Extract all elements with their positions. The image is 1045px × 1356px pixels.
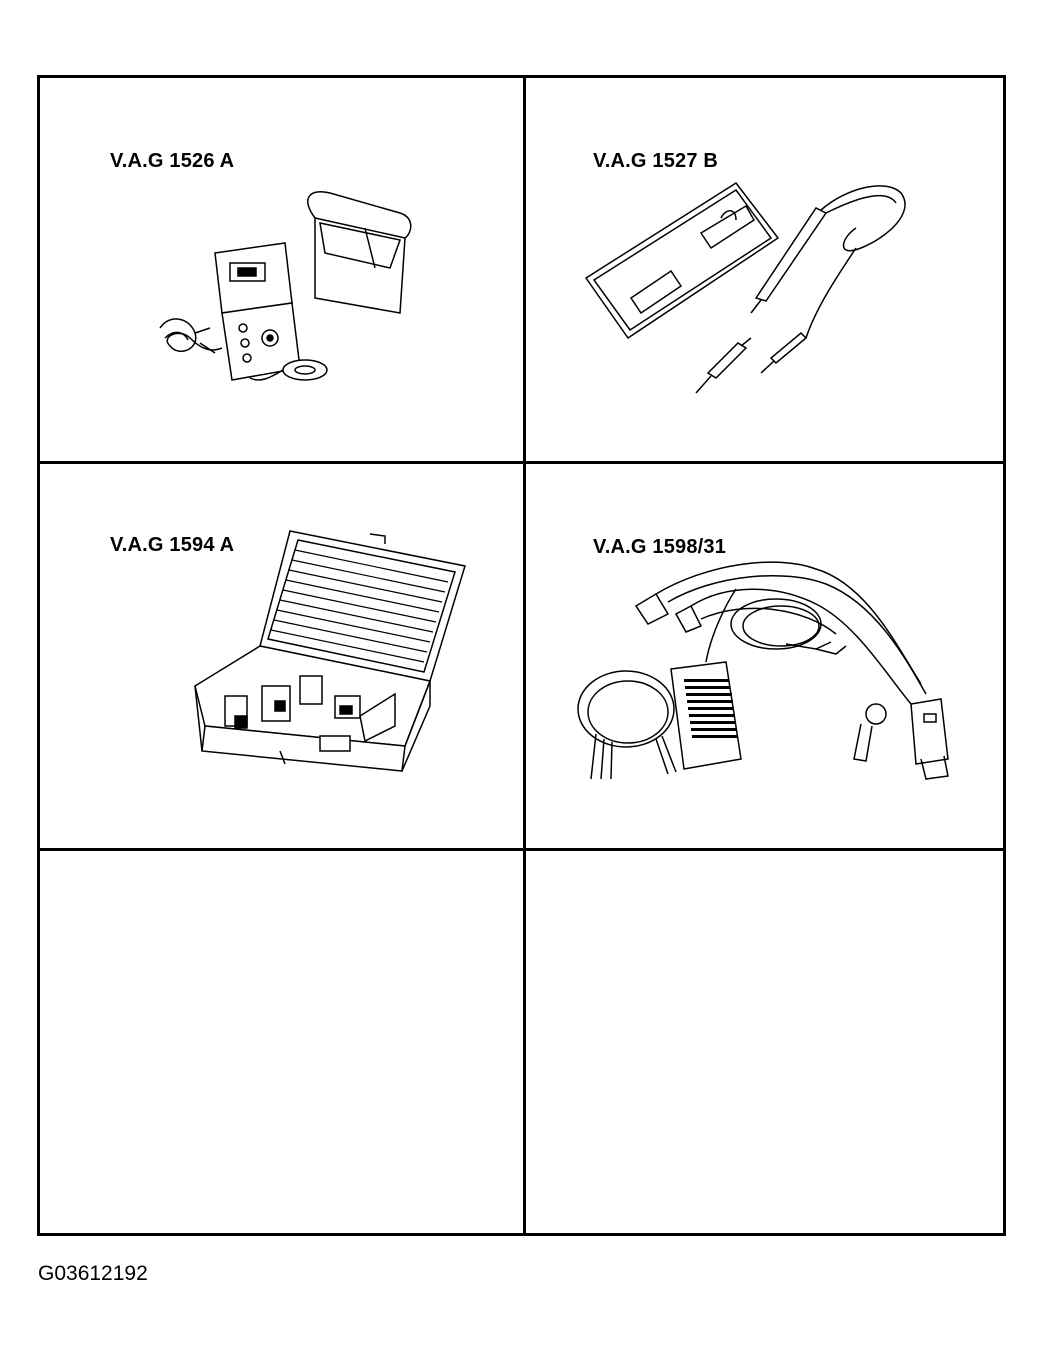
tool-cell-vag-1527b: V.A.G 1527 B	[526, 78, 1006, 461]
multimeter-kit-icon	[159, 191, 412, 381]
tool-cell-vag-1526a: V.A.G 1526 A	[40, 78, 523, 461]
tool-label: V.A.G 1594 A	[110, 534, 235, 556]
voltage-tester-icon	[584, 181, 906, 394]
tool-label: V.A.G 1527 B	[593, 150, 719, 172]
empty-cell	[40, 851, 523, 1233]
tool-cell-vag-1598-31: V.A.G 1598/31	[526, 464, 1006, 848]
test-box-harness-icon	[577, 561, 949, 780]
tool-label: V.A.G 1598/31	[593, 536, 727, 558]
grid-divider-vertical	[523, 78, 526, 1233]
tool-grid: V.A.G 1526 A	[37, 75, 1006, 1236]
adapter-set-case-icon	[194, 530, 466, 772]
tool-cell-vag-1594a: V.A.G 1594 A	[40, 464, 523, 848]
grid-divider-row-1	[40, 461, 1003, 464]
empty-cell	[526, 851, 1006, 1233]
figure-code: G03612192	[38, 1262, 148, 1285]
grid-divider-row-2	[40, 848, 1003, 851]
tool-label: V.A.G 1526 A	[110, 150, 235, 172]
